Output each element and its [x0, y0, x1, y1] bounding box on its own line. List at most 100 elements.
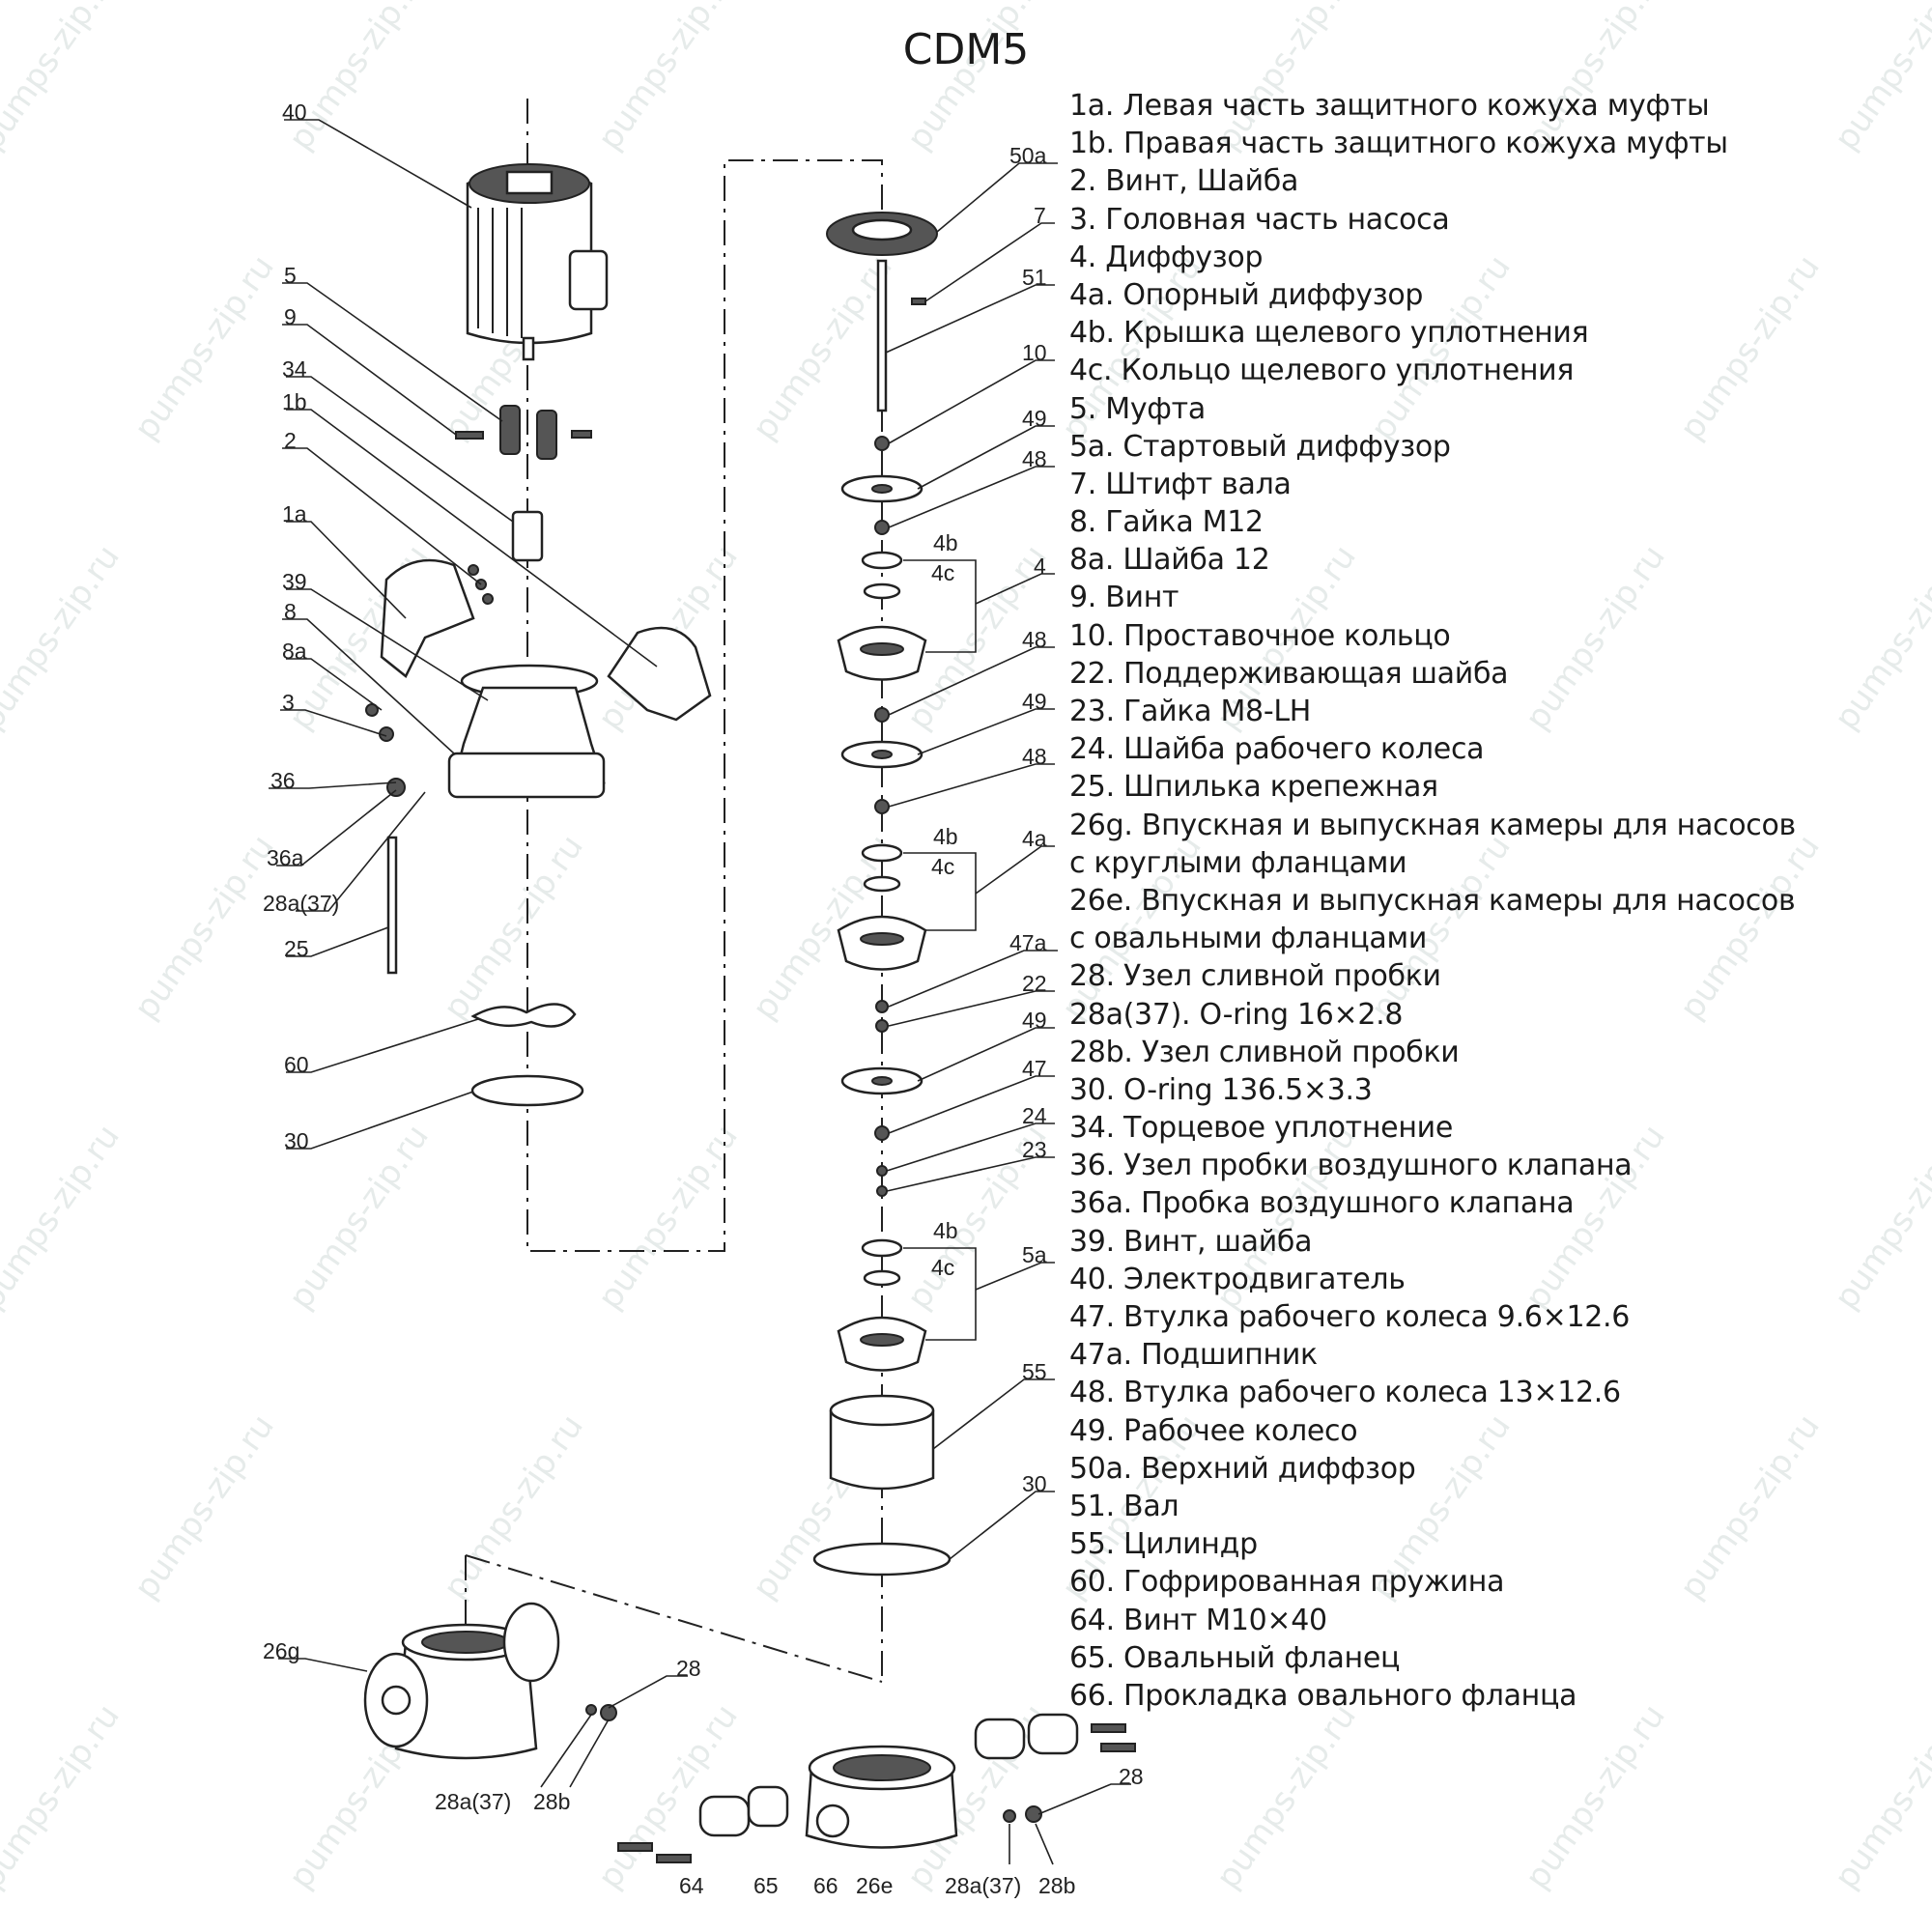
guard-right-part: [607, 626, 712, 722]
callout-label: 51: [1022, 265, 1047, 290]
callout-label: 4c: [931, 854, 954, 879]
legend-item: 51. Вал: [1069, 1489, 1179, 1523]
legend-item: 9. Винт: [1069, 581, 1179, 615]
callout-label: 49: [1022, 1008, 1047, 1033]
legend-item: 3. Головная часть насоса: [1069, 202, 1450, 237]
legend-item: 26g. Впускная и выпускная камеры для нас…: [1069, 808, 1796, 842]
callout-label: 64: [679, 1873, 704, 1898]
legend-item: 36a. Пробка воздушного клапана: [1069, 1186, 1575, 1221]
left-assembly-axis: [526, 99, 883, 1682]
legend-item: 23. Гайка M8-LH: [1069, 695, 1312, 728]
callout-label: 30: [284, 1128, 309, 1153]
legend-item: 25. Шпилька крепежная: [1069, 770, 1438, 805]
legend-item: 28. Узел сливной пробки: [1069, 959, 1441, 994]
legend-item: 1a. Левая часть защитного кожуха муфты: [1069, 89, 1710, 123]
callout-label: 8: [284, 599, 297, 624]
callout-label: 66: [813, 1873, 838, 1898]
callout-label: 39: [282, 569, 307, 594]
legend-item: 50a. Верхний диффзор: [1069, 1451, 1416, 1486]
callout-label: 28a(37): [945, 1873, 1021, 1898]
stud-part: [386, 836, 398, 975]
legend-item: 65. Овальный фланец: [1069, 1640, 1401, 1675]
legend-item: 24. Шайба рабочего колеса: [1069, 732, 1485, 767]
callout-label: 50a: [1009, 143, 1047, 168]
callout-label: 48: [1022, 627, 1047, 652]
legend-item: 64. Винт M10×40: [1069, 1603, 1327, 1637]
callout-label: 25: [284, 936, 309, 961]
callout-label: 65: [753, 1873, 779, 1898]
callout-label: 7: [1034, 203, 1046, 228]
callout-label: 4b: [933, 1218, 958, 1243]
callout-label: 9: [284, 304, 297, 329]
callout-label: 4c: [931, 1255, 954, 1280]
legend-item: 47a. Подшипник: [1069, 1338, 1318, 1373]
legend-item: 4. Диффузор: [1069, 240, 1264, 274]
legend-item: с круглыми фланцами: [1069, 845, 1407, 880]
callout-label: 40: [282, 99, 307, 125]
callout-labels: 40 5 9 34 1b 2 1a 39 8 8a 3 36 36a 28a(3…: [263, 99, 1144, 1898]
legend-item: 5a. Стартовый диффузор: [1069, 429, 1451, 464]
callout-label: 47: [1022, 1056, 1047, 1081]
legend-item: 28a(37). O-ring 16×2.8: [1069, 997, 1404, 1032]
callout-label: 34: [282, 356, 307, 382]
callout-label: 49: [1022, 689, 1047, 714]
legend-item: 10. Проставочное кольцо: [1069, 618, 1451, 653]
base-26g-part: [363, 1602, 617, 1760]
callout-label: 23: [1022, 1137, 1047, 1162]
guard-left-part: [380, 558, 475, 678]
callout-label: 10: [1022, 340, 1047, 365]
diagram-title: CDM5: [902, 25, 1030, 74]
motor-part: [466, 163, 609, 361]
callout-label: 24: [1022, 1103, 1047, 1128]
legend-item: 49. Рабочее колесо: [1069, 1413, 1358, 1448]
base-26e-part: [617, 1713, 1136, 1863]
callout-label: 36a: [267, 845, 304, 870]
legend-item: 30. O-ring 136.5×3.3: [1069, 1072, 1373, 1107]
legend-item: 40. Электродвигатель: [1069, 1262, 1406, 1296]
leader-lines: [269, 119, 1131, 1865]
callout-label: 8a: [282, 639, 307, 664]
callout-label: 28: [676, 1656, 701, 1681]
callout-label: 28: [1119, 1764, 1144, 1789]
callout-label: 49: [1022, 406, 1047, 431]
callout-label: 48: [1022, 446, 1047, 471]
legend-item: с овальными фланцами: [1069, 922, 1428, 956]
pump-stack-parts: [812, 212, 952, 1577]
callout-label: 22: [1022, 971, 1047, 996]
coupling-part: [455, 405, 592, 460]
legend-item: 22. Поддерживающая шайба: [1069, 656, 1509, 691]
callout-label: 47a: [1009, 930, 1047, 955]
shaft-seal-part: [511, 510, 544, 562]
callout-label: 5a: [1022, 1242, 1047, 1267]
callout-label: 4c: [931, 560, 954, 585]
callout-label: 26e: [856, 1873, 893, 1898]
legend-item: 4a. Опорный диффузор: [1069, 277, 1424, 312]
callout-label: 48: [1022, 744, 1047, 769]
legend-item: 8a. Шайба 12: [1069, 543, 1270, 578]
callout-label: 3: [282, 690, 295, 715]
callout-label: 36: [270, 768, 296, 793]
callout-label: 26g: [263, 1638, 299, 1663]
callout-label: 28a(37): [263, 891, 339, 916]
legend-item: 5. Муфта: [1069, 391, 1206, 426]
callout-label: 5: [284, 263, 297, 288]
legend-item: 7. Штифт вала: [1069, 467, 1292, 501]
callout-label: 60: [284, 1052, 309, 1077]
callout-label: 28a(37): [435, 1789, 511, 1814]
legend-item: 60. Гофрированная пружина: [1069, 1565, 1505, 1600]
callout-label: 55: [1022, 1359, 1047, 1384]
legend-item: 8. Гайка M12: [1069, 505, 1264, 540]
callout-label: 4: [1034, 554, 1046, 579]
base-assembly-axis: [465, 1554, 883, 1683]
legend-item: 47. Втулка рабочего колеса 9.6×12.6: [1069, 1300, 1631, 1334]
legend-item: 4c. Кольцо щелевого уплотнения: [1069, 354, 1575, 388]
o-ring-part: [470, 1074, 584, 1107]
callout-label: 28b: [1038, 1873, 1075, 1898]
callout-label: 1b: [282, 389, 307, 414]
legend-item: 2. Винт, Шайба: [1069, 164, 1299, 199]
legend-item: 36. Узел пробки воздушного клапана: [1069, 1149, 1633, 1183]
legend-item: 66. Прокладка овального фланца: [1069, 1678, 1577, 1713]
callout-label: 28b: [533, 1789, 570, 1814]
pump-head-part: [365, 664, 606, 799]
